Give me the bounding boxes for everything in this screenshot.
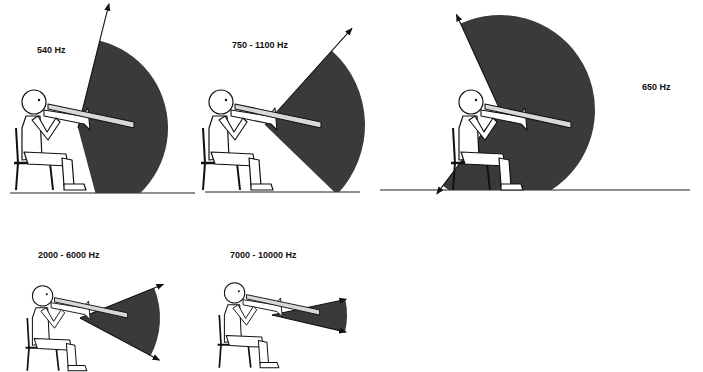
- chair-leg: [487, 163, 490, 190]
- sector-fill: [443, 15, 595, 190]
- directivity-sector: [80, 288, 160, 356]
- player-foot: [68, 366, 87, 371]
- chair-leg: [237, 163, 240, 190]
- chair-leg: [27, 348, 29, 371]
- player-head: [209, 90, 233, 114]
- radiation-sectors: [78, 4, 595, 360]
- chair-back: [453, 128, 455, 163]
- player-foot: [64, 184, 86, 190]
- player-thigh: [24, 152, 68, 166]
- player-head: [459, 90, 483, 114]
- frequency-label: 650 Hz: [642, 82, 671, 93]
- player-head: [224, 283, 244, 303]
- player-arm: [32, 116, 60, 140]
- trombone-slide: [485, 104, 571, 128]
- player-shin: [258, 341, 268, 365]
- frequency-label: 540 Hz: [37, 45, 66, 56]
- chair-leg: [203, 163, 205, 190]
- chair-back: [203, 128, 205, 163]
- chair-leg: [219, 345, 221, 368]
- chair-leg: [453, 163, 455, 190]
- player-shin: [499, 158, 511, 186]
- frequency-label: 2000 - 6000 Hz: [38, 250, 100, 261]
- trombone-player: [218, 283, 320, 368]
- chair-back: [27, 318, 29, 348]
- player-shin: [62, 158, 74, 186]
- chair-leg: [50, 163, 53, 190]
- trombone-slide: [48, 104, 134, 128]
- sector-fill: [80, 288, 160, 356]
- players: [14, 90, 571, 371]
- trombone-slide: [55, 298, 128, 318]
- trombone-slide: [247, 295, 320, 315]
- chair-back: [219, 315, 221, 345]
- chair-leg: [248, 345, 251, 368]
- player-foot: [251, 184, 273, 190]
- player-arm: [469, 116, 497, 140]
- frequency-label: 7000 - 10000 Hz: [230, 250, 297, 261]
- player-head: [32, 286, 52, 306]
- player-eye: [46, 293, 48, 295]
- trombone-player: [14, 90, 134, 190]
- player-shin: [66, 344, 76, 368]
- boundary-arrow: [272, 315, 346, 332]
- player-arm: [219, 116, 247, 140]
- player-foot: [260, 363, 279, 368]
- trombone-slide: [235, 104, 321, 128]
- frequency-label: 750 - 1100 Hz: [232, 40, 288, 51]
- player-shin: [249, 158, 261, 186]
- player-eye: [475, 99, 477, 101]
- chair-leg: [16, 163, 18, 190]
- player-arm: [233, 305, 257, 325]
- chair-leg: [56, 348, 59, 371]
- player-eye: [238, 290, 240, 292]
- trombone-player: [26, 286, 128, 371]
- directivity-sector: [443, 15, 595, 190]
- player-thigh: [226, 335, 263, 347]
- chair-back: [16, 128, 18, 163]
- boundary-arrow: [78, 4, 109, 128]
- player-thigh: [34, 338, 71, 350]
- player-thigh: [211, 152, 255, 166]
- trombone-player: [201, 90, 321, 190]
- player-foot: [501, 184, 523, 190]
- player-eye: [38, 99, 40, 101]
- player-head: [22, 90, 46, 114]
- player-arm: [41, 308, 65, 328]
- boundary-arrow: [80, 318, 159, 360]
- player-thigh: [461, 152, 505, 166]
- player-eye: [225, 99, 227, 101]
- trombone-player: [451, 90, 571, 190]
